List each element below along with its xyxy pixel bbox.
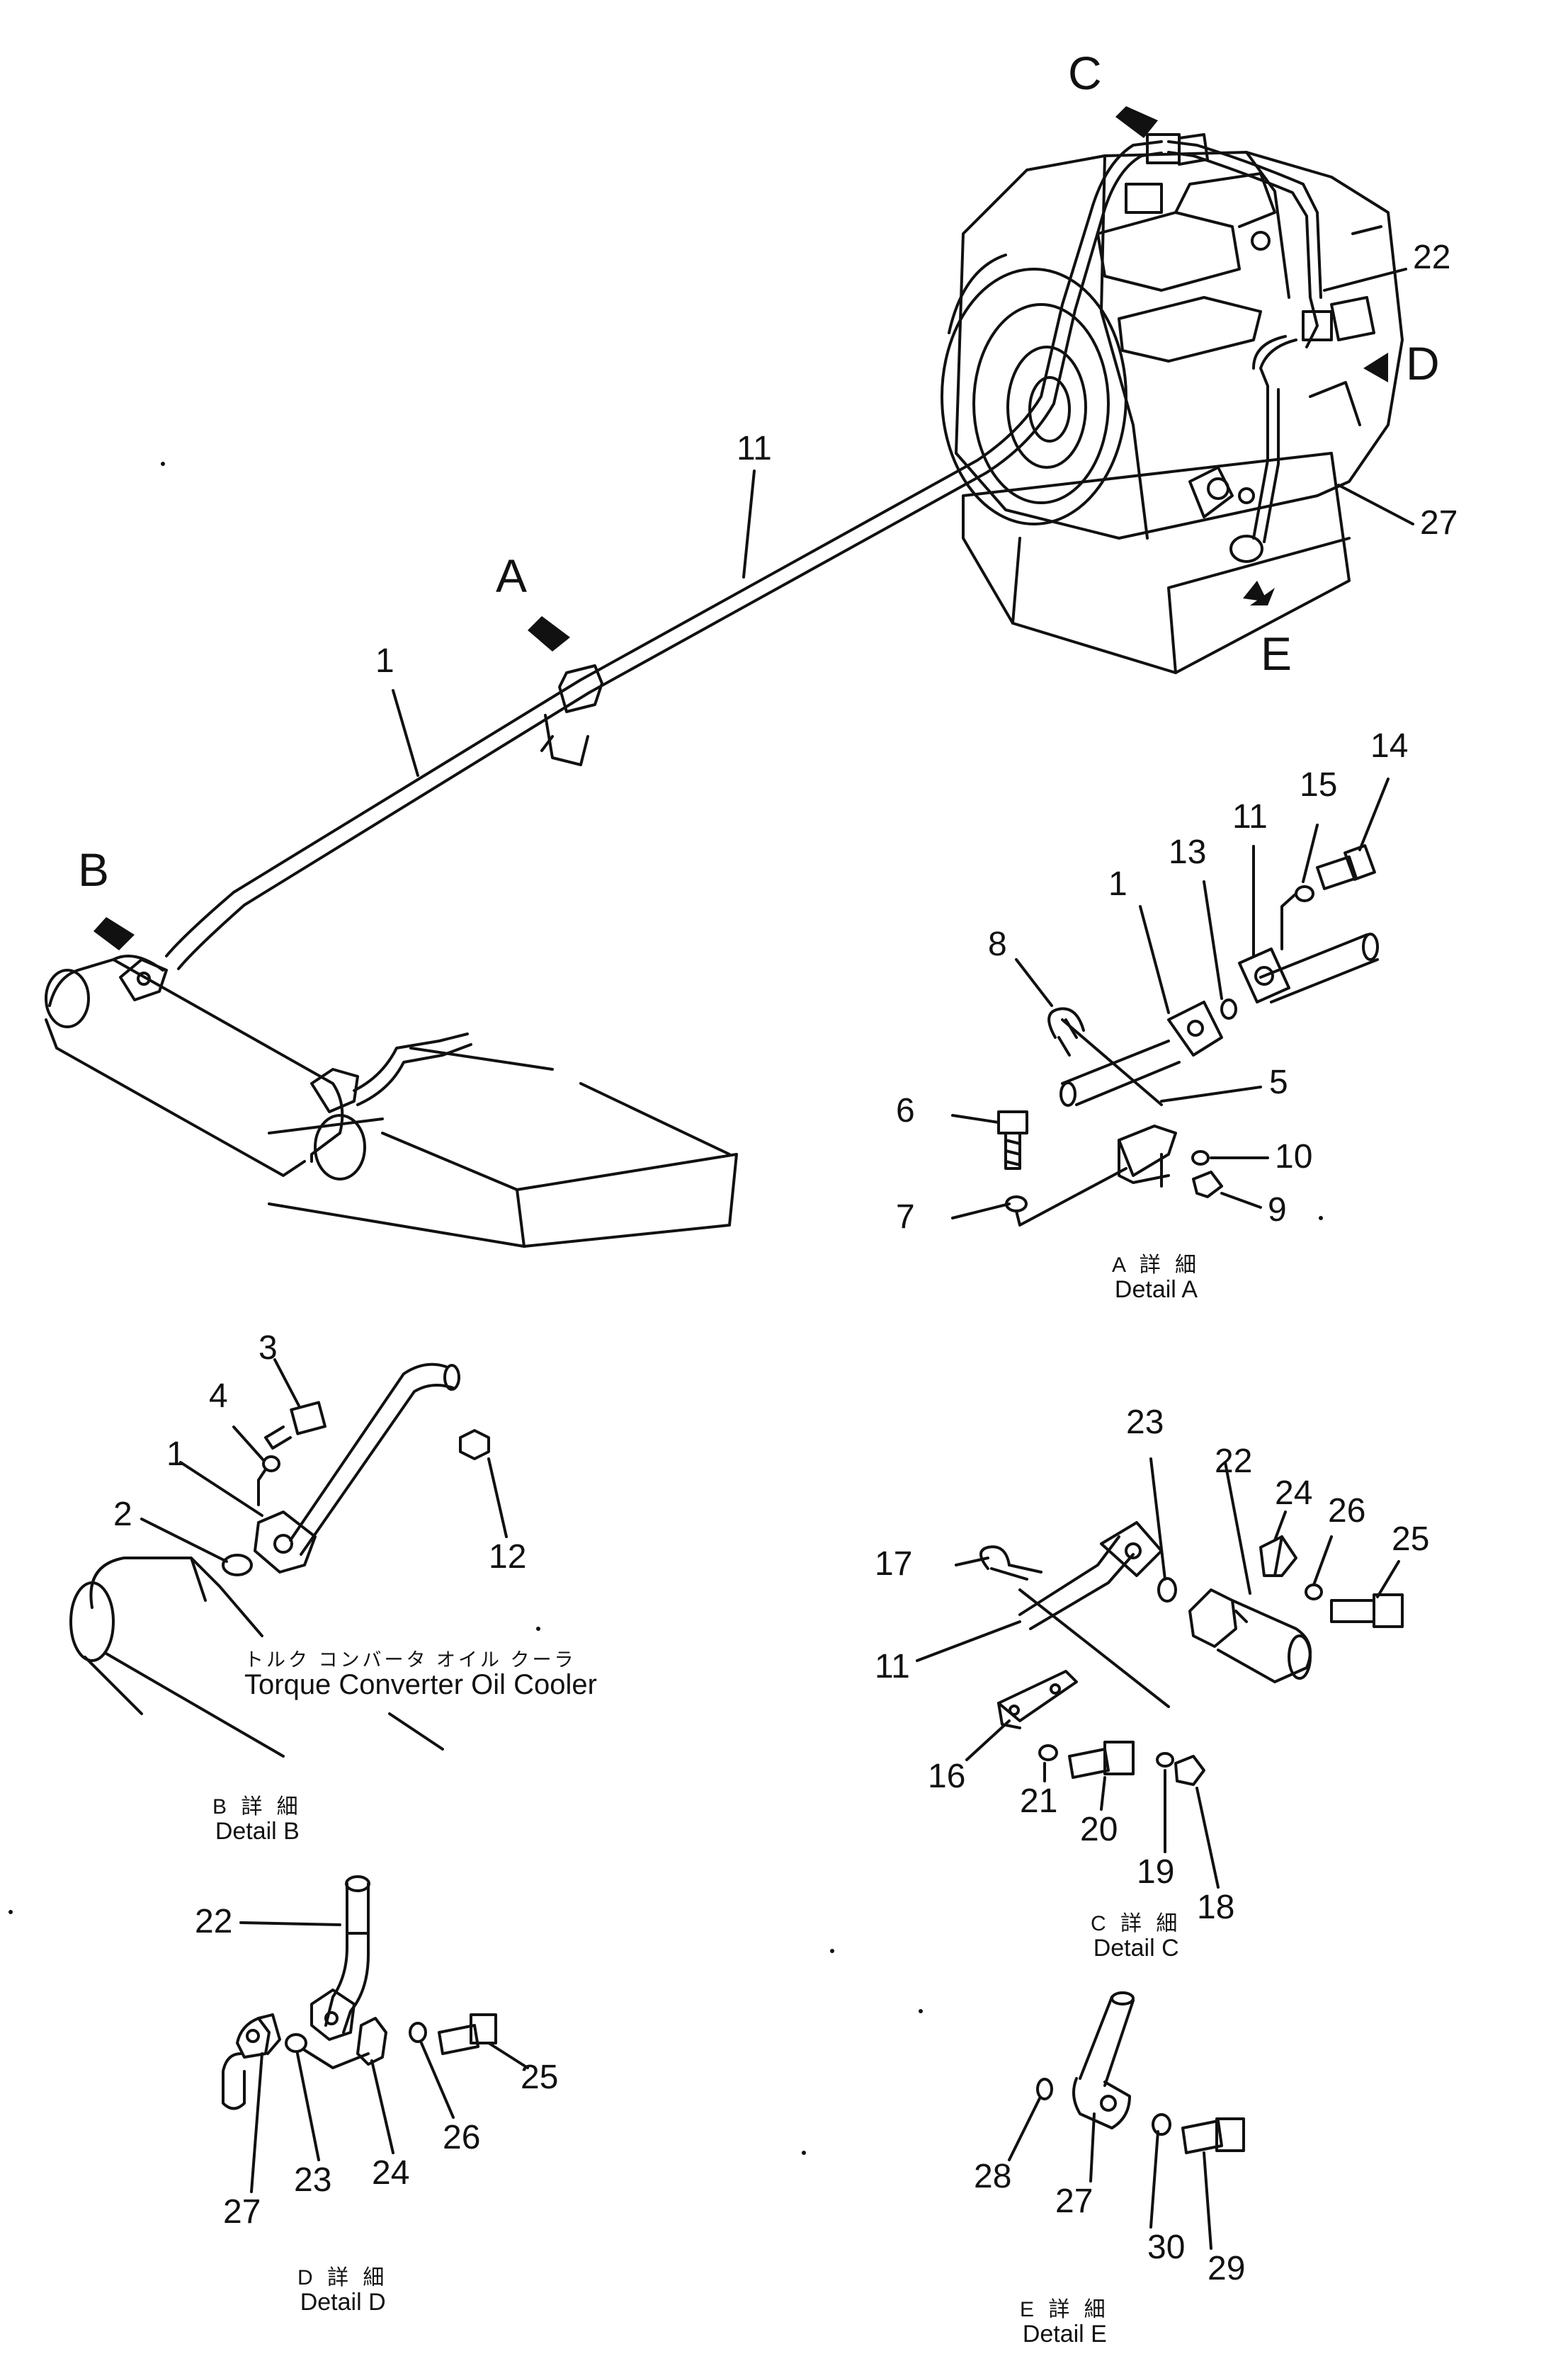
detail-a-part-13: 13 (1169, 834, 1207, 871)
detail-b-drawing (71, 1365, 489, 1714)
oil-pipe-main (166, 135, 1331, 969)
detail-a-leaders (953, 779, 1388, 1218)
detail-a-drawing (999, 846, 1377, 1225)
oil-cooler-label: トルク コンバータ オイル クーラ Torque Converter Oil C… (244, 1650, 597, 1700)
detail-b-part-3: 3 (259, 1329, 278, 1367)
detail-e-part-28: 28 (974, 2158, 1012, 2195)
detail-c-part-21: 21 (1020, 1782, 1058, 1820)
detail-a-part-6: 6 (896, 1092, 915, 1130)
detail-a-part-10: 10 (1275, 1138, 1313, 1176)
detail-a-caption: A 詳 細 Detail A (1112, 1253, 1200, 1303)
detail-e-leaders (1009, 2098, 1211, 2248)
detail-d-part-26: 26 (443, 2119, 481, 2156)
main-leaders (393, 269, 1413, 775)
detail-d-part-24: 24 (372, 2154, 410, 2192)
detail-a-part-14: 14 (1370, 727, 1409, 765)
detail-c-part-11: 11 (875, 1648, 910, 1685)
detail-b-leaders (106, 1360, 506, 1756)
oil-cooler-label-jp: トルク コンバータ オイル クーラ (244, 1649, 576, 1671)
detail-e-caption-jp: E 詳 細 (1020, 2298, 1110, 2321)
detail-c-part-22: 22 (1215, 1443, 1253, 1480)
detail-b-part-12: 12 (489, 1538, 527, 1576)
detail-c-part-26: 26 (1328, 1492, 1366, 1530)
detail-e-caption: E 詳 細 Detail E (1020, 2298, 1110, 2348)
detail-a-part-1: 1 (1108, 865, 1127, 903)
callout-e: E (1261, 627, 1293, 680)
detail-c-part-18: 18 (1197, 1889, 1235, 1926)
detail-d-drawing (223, 1877, 496, 2109)
detail-c-part-24: 24 (1275, 1474, 1313, 1512)
transmission-housing (942, 152, 1402, 673)
detail-b-part-4: 4 (209, 1377, 228, 1415)
detail-c-part-16: 16 (928, 1758, 966, 1795)
detail-c-caption: C 詳 細 Detail C (1091, 1912, 1181, 1962)
callout-a: A (496, 550, 528, 602)
detail-a-part-11: 11 (1232, 798, 1268, 836)
detail-b-part-2: 2 (113, 1496, 132, 1533)
detail-a-part-9: 9 (1268, 1191, 1287, 1229)
detail-a-caption-jp: A 詳 細 (1112, 1253, 1201, 1277)
detail-a-part-7: 7 (896, 1198, 915, 1236)
main-part-22: 22 (1413, 239, 1451, 276)
detail-e-part-27: 27 (1055, 2183, 1093, 2220)
detail-c-caption-jp: C 詳 細 (1091, 1912, 1182, 1935)
detail-b-caption: B 詳 細 Detail B (212, 1795, 302, 1845)
main-part-1: 1 (375, 642, 394, 680)
detail-d-caption-jp: D 詳 細 (297, 2266, 389, 2289)
detail-b-caption-en: Detail B (215, 1818, 300, 1845)
detail-d-leaders (241, 1923, 528, 2192)
detail-c-part-23: 23 (1126, 1404, 1164, 1441)
detail-c-part-20: 20 (1080, 1811, 1118, 1848)
detail-a-part-8: 8 (988, 926, 1007, 963)
detail-b-part-1: 1 (166, 1435, 186, 1473)
callout-arrows (93, 106, 1388, 950)
detail-e-part-29: 29 (1208, 2250, 1246, 2287)
detail-b-caption-jp: B 詳 細 (212, 1795, 302, 1819)
callout-d: D (1406, 337, 1440, 389)
oil-cooler-label-en: Torque Converter Oil Cooler (244, 1669, 597, 1701)
detail-c-part-25: 25 (1392, 1520, 1430, 1558)
frame-block (269, 1048, 737, 1246)
detail-e-caption-en: Detail E (1022, 2321, 1107, 2348)
detail-c-part-17: 17 (875, 1545, 913, 1583)
detail-d-part-23: 23 (294, 2161, 332, 2199)
detail-d-part-27: 27 (223, 2193, 261, 2231)
oil-cooler-main (46, 956, 471, 1179)
detail-c-part-19: 19 (1137, 1853, 1175, 1891)
detail-d-caption-en: Detail D (300, 2289, 386, 2316)
detail-c-caption-en: Detail C (1093, 1935, 1179, 1962)
detail-c-leaders (917, 1459, 1399, 1887)
callout-b: B (78, 843, 110, 896)
main-part-27: 27 (1420, 504, 1458, 542)
detail-a-caption-en: Detail A (1114, 1276, 1198, 1303)
scan-specks (8, 462, 1323, 2155)
detail-c-drawing (981, 1523, 1402, 1785)
detail-d-part-22: 22 (195, 1903, 233, 1940)
detail-e-part-30: 30 (1147, 2229, 1186, 2266)
detail-d-part-25: 25 (521, 2059, 559, 2096)
callout-c: C (1068, 47, 1102, 99)
clamp-a-main (542, 666, 602, 765)
detail-e-drawing (1038, 1993, 1244, 2153)
detail-a-part-5: 5 (1269, 1064, 1288, 1101)
detail-d-caption: D 詳 細 Detail D (297, 2266, 388, 2316)
main-part-11: 11 (737, 430, 772, 467)
detail-a-part-15: 15 (1300, 766, 1338, 804)
